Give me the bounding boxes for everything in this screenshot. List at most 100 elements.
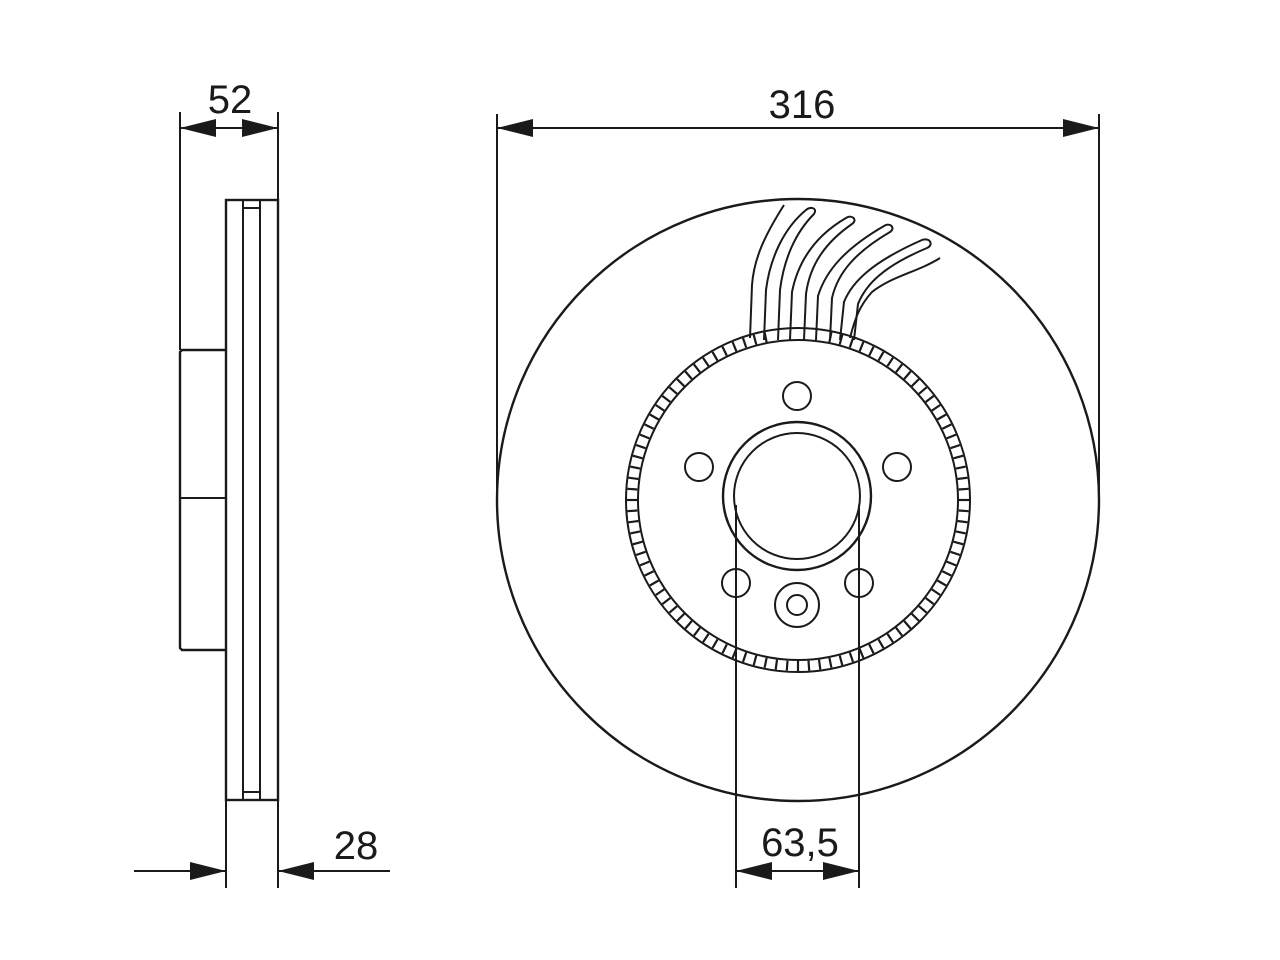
tone-ring-tooth <box>877 638 885 649</box>
tone-ring-tooth <box>644 570 655 577</box>
tone-ring-tooth <box>903 620 912 630</box>
tone-ring-tooth <box>807 660 811 671</box>
tone-ring-tooth <box>693 363 701 373</box>
tone-ring-tooth <box>931 404 941 412</box>
tone-ring-tooth <box>858 648 865 659</box>
vent-top-notch <box>242 200 261 209</box>
vane-2 <box>789 215 856 341</box>
tone-ring-tooth <box>627 487 638 491</box>
diameter-dim-arrow-right <box>1063 119 1099 137</box>
tone-ring-tooth <box>903 370 912 380</box>
vane-4 <box>839 238 932 341</box>
front-view: 316 63,5 <box>495 83 1101 888</box>
thickness-label: 28 <box>334 824 379 868</box>
bolt-spacing-label: 63,5 <box>761 821 839 865</box>
tone-ring-tooth <box>936 579 947 587</box>
center-bore-inner <box>733 432 861 560</box>
vane-cut-edge-left <box>749 204 785 339</box>
tone-ring-tooth <box>655 404 665 412</box>
tone-ring-tooth <box>627 509 638 513</box>
vane-cut-edge-right <box>849 257 941 339</box>
tone-ring-tooth <box>931 588 941 596</box>
tone-ring-outer <box>625 327 971 673</box>
tone-ring-tooth <box>628 519 639 524</box>
tone-ring-tooth <box>628 476 639 481</box>
thickness-dim-arrow-right <box>278 862 314 880</box>
tone-ring-tooth <box>639 560 650 567</box>
tone-ring-tooth <box>635 550 646 557</box>
locating-screw-hole <box>786 594 808 616</box>
tone-ring-tooth <box>848 337 855 348</box>
diameter-dim-arrow-left <box>497 119 533 137</box>
tone-ring-tooth <box>950 550 961 557</box>
tone-ring-tooth <box>741 337 748 348</box>
tone-ring-tooth <box>632 454 643 460</box>
bolt-dim-arrow-left <box>736 862 772 880</box>
tone-ring-tooth <box>661 597 671 605</box>
hat-dim-arrow-left <box>180 119 216 137</box>
tone-ring-tooth <box>774 659 779 670</box>
tone-ring-tooth <box>828 657 833 668</box>
tone-ring-tooth <box>953 540 964 546</box>
tone-ring-tooth <box>838 655 844 666</box>
tone-ring-tooth <box>877 351 885 362</box>
tone-ring-tooth <box>941 570 952 577</box>
tone-ring-tooth <box>955 465 966 470</box>
outer-diameter-label: 316 <box>769 83 836 127</box>
tone-ring-tooth <box>868 643 875 654</box>
tone-ring-tooth <box>630 465 641 470</box>
tone-ring-tooth <box>731 341 738 352</box>
tone-ring-tooth <box>661 395 671 403</box>
tone-ring-tooth <box>684 620 693 630</box>
vane-1 <box>763 206 816 341</box>
tone-ring-tooth <box>925 597 935 605</box>
tone-ring-tooth <box>752 655 758 666</box>
tone-ring-tooth <box>630 530 641 535</box>
tone-ring-tooth <box>955 530 966 535</box>
tone-ring-tooth <box>858 341 865 352</box>
tone-ring-tooth <box>702 633 710 643</box>
tone-ring-tooth <box>953 454 964 460</box>
tone-ring-tooth <box>958 509 969 513</box>
hat-side-outline <box>178 348 226 652</box>
tone-ring-tooth <box>684 370 693 380</box>
tone-ring-tooth <box>649 413 660 421</box>
tone-ring-tooth <box>668 605 678 614</box>
tone-ring-tooth <box>741 652 748 663</box>
bolt-hole-top <box>782 381 812 411</box>
tone-ring-tooth <box>957 476 968 481</box>
tone-ring-tooth <box>946 560 957 567</box>
tone-ring-tooth <box>702 357 710 367</box>
disc-side-outline <box>224 198 280 802</box>
vent-vanes-cutaway <box>749 204 941 341</box>
tone-ring-tooth <box>711 351 719 362</box>
tone-ring-tooth <box>911 378 920 387</box>
tone-ring-tooth <box>752 334 758 345</box>
tone-ring-tooth <box>711 638 719 649</box>
center-bore-outer <box>721 420 873 572</box>
tone-ring-tooth <box>886 633 894 643</box>
tone-ring-tooth <box>895 363 903 373</box>
tone-ring-tooth <box>655 588 665 596</box>
tone-ring-tooth <box>676 378 685 387</box>
vent-bottom-notch <box>242 791 261 800</box>
hat-dim-arrow-right <box>242 119 278 137</box>
tone-ring-tooth <box>936 413 947 421</box>
tone-ring-tooth <box>925 395 935 403</box>
thickness-dim-arrow-left <box>190 862 226 880</box>
tone-ring-tooth <box>649 579 660 587</box>
tone-ring-tooth <box>693 627 701 637</box>
vane-3 <box>815 223 894 341</box>
tone-ring-tooth <box>886 357 894 367</box>
bolt-dim-arrow-right <box>823 862 859 880</box>
tone-ring-tooth <box>918 386 928 395</box>
bolt-hole-right <box>882 452 912 482</box>
tone-ring-tooth <box>895 627 903 637</box>
bolt-hole-left <box>684 452 714 482</box>
tone-ring-inner <box>637 339 959 661</box>
tone-ring-tooth <box>721 643 728 654</box>
tone-ring-tooth <box>918 605 928 614</box>
side-view: 52 28 <box>134 78 390 888</box>
tone-ring-tooth <box>639 433 650 440</box>
tone-ring-tooth <box>946 433 957 440</box>
